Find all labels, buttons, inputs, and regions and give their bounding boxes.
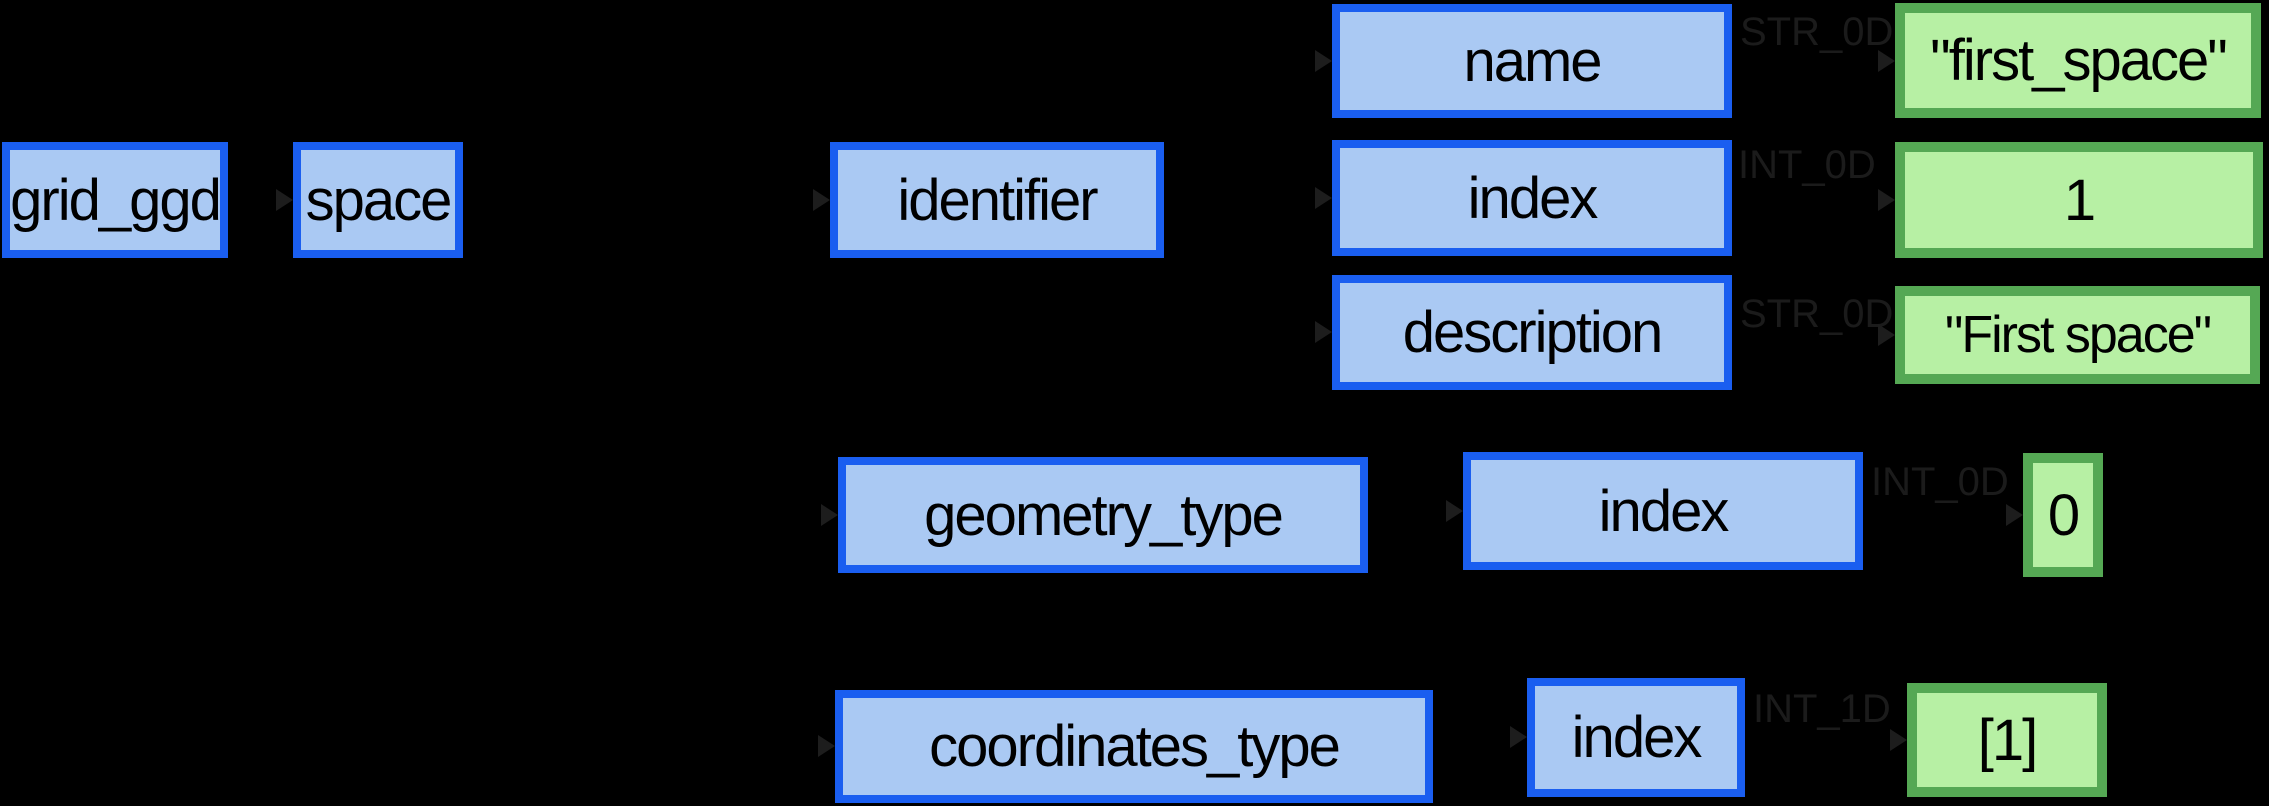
arrowhead-icon	[1446, 500, 1463, 522]
arrowhead-icon	[1315, 187, 1332, 209]
node-space: space	[293, 142, 463, 258]
edge-type-label-description: STR_0D	[1740, 292, 1894, 336]
arrowhead-icon	[1890, 729, 1907, 751]
node-name: name	[1332, 4, 1732, 118]
arrowhead-icon	[1878, 324, 1895, 346]
value-description: "First space"	[1895, 286, 2260, 384]
edge-type-label-coordinates-index: INT_1D	[1753, 687, 1891, 731]
arrowhead-icon	[813, 189, 830, 211]
node-identifier-index: index	[1332, 140, 1732, 256]
arrowhead-icon	[821, 504, 838, 526]
value-name: "first_space"	[1895, 3, 2261, 118]
node-geometry-type: geometry_type	[838, 457, 1368, 573]
arrowhead-icon	[1510, 726, 1527, 748]
node-description: description	[1332, 275, 1732, 390]
arrowhead-icon	[1878, 189, 1895, 211]
node-grid-ggd: grid_ggd	[2, 142, 228, 258]
arrowhead-icon	[1315, 50, 1332, 72]
value-geometry-index: 0	[2023, 453, 2103, 577]
node-identifier: identifier	[830, 142, 1164, 258]
arrowhead-icon	[1315, 321, 1332, 343]
node-coordinates-type: coordinates_type	[835, 690, 1433, 803]
arrowhead-icon	[2006, 504, 2023, 526]
edge-type-label-identifier-index: INT_0D	[1738, 143, 1876, 187]
arrowhead-icon	[818, 735, 835, 757]
edge-type-label-geometry-index: INT_0D	[1871, 460, 2009, 504]
node-geometry-index: index	[1463, 452, 1863, 570]
edge-type-label-name: STR_0D	[1740, 10, 1894, 54]
arrowhead-icon	[1878, 50, 1895, 72]
value-identifier-index: 1	[1895, 142, 2263, 258]
node-coordinates-index: index	[1527, 678, 1745, 797]
arrowhead-icon	[276, 189, 293, 211]
value-coordinates-index: [1]	[1907, 683, 2107, 797]
